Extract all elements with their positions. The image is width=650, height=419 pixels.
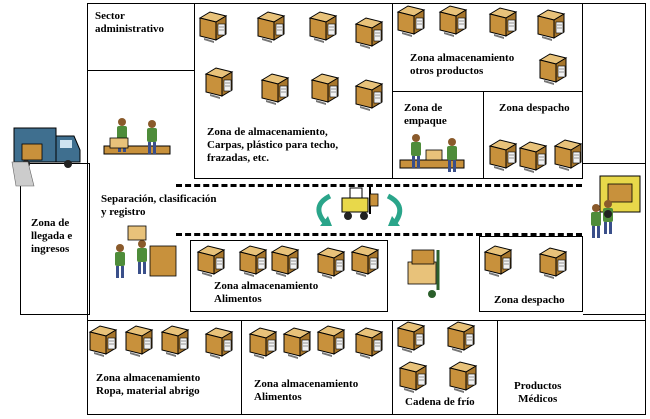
separation-line-top [176, 184, 582, 187]
circular-arrow-right-icon [386, 193, 403, 226]
crate-icon [317, 247, 345, 280]
crate-icon [539, 53, 567, 86]
label-zona-empaque: Zona de empaque [404, 102, 447, 127]
right-open-zone [583, 163, 646, 315]
crate-icon [249, 327, 277, 360]
label-separacion: Separación, clasificación y registro [101, 193, 217, 218]
label-zona-despacho-top: Zona despacho [499, 102, 570, 114]
label-zona-despacho-bottom: Zona despacho [494, 294, 565, 306]
crate-icon [239, 245, 267, 278]
crate-icon [257, 11, 285, 44]
crate-icon [351, 245, 379, 278]
crate-icon [489, 7, 517, 40]
crate-icon [125, 325, 153, 358]
crate-icon [397, 321, 425, 354]
label-zona-alimentos-mid: Zona almacenamiento Alimentos [214, 280, 319, 305]
crate-icon [261, 73, 289, 106]
crate-icon [397, 5, 425, 38]
arrival-truck-icon [11, 127, 81, 187]
crate-icon [205, 67, 233, 100]
dispatch-top-box [483, 91, 583, 179]
storage-alimentos-mid-box [190, 240, 388, 312]
separation-line-bottom [176, 233, 582, 236]
circular-arrow-left-icon [316, 193, 332, 226]
crate-icon [484, 245, 512, 278]
crate-icon [449, 361, 477, 394]
crate-icon [447, 321, 475, 354]
forklift-icon [341, 186, 379, 220]
crate-icon [355, 79, 383, 112]
packing-workers-icon [399, 134, 465, 172]
crate-icon [317, 325, 345, 358]
label-zona-carpas: Zona de almacenamiento, Carpas, plástico… [207, 126, 339, 164]
hand-truck-icon [407, 249, 440, 298]
workers-at-table-icon [103, 118, 171, 155]
label-zona-ropa: Zona almacenamiento Ropa, material abrig… [96, 372, 201, 397]
crate-icon [519, 141, 547, 174]
crate-icon [283, 327, 311, 360]
label-cadena-frio: Cadena de frío [405, 396, 475, 408]
crate-icon [355, 327, 383, 360]
crate-icon [439, 5, 467, 38]
crate-icon [311, 73, 339, 106]
label-sector-admin: Sector administrativo [95, 10, 165, 35]
crate-icon [197, 245, 225, 278]
crate-icon [554, 139, 582, 172]
dispatch-truck-icon [591, 175, 641, 238]
label-zona-alimentos-bottom: Zona almacenamiento Alimentos [254, 378, 359, 403]
crate-icon [309, 11, 337, 44]
arrival-zone [20, 163, 90, 315]
crate-icon [199, 11, 227, 44]
crate-icon [161, 325, 189, 358]
crate-icon [89, 325, 117, 358]
label-zona-llegada: Zona de llegada e ingresos [31, 217, 73, 255]
label-productos-medicos: Productos Médicos [514, 380, 562, 405]
crate-icon [205, 327, 233, 360]
workers-carrying-icon [115, 225, 177, 278]
medical-products-box [497, 320, 646, 415]
crate-icon [271, 245, 299, 278]
label-zona-otros: Zona almacenamiento otros productos [410, 52, 515, 77]
dispatch-bottom-box [479, 236, 583, 312]
crate-icon [355, 17, 383, 50]
crate-icon [399, 361, 427, 394]
crate-icon [489, 139, 517, 172]
crate-icon [537, 9, 565, 42]
crate-icon [539, 247, 567, 280]
